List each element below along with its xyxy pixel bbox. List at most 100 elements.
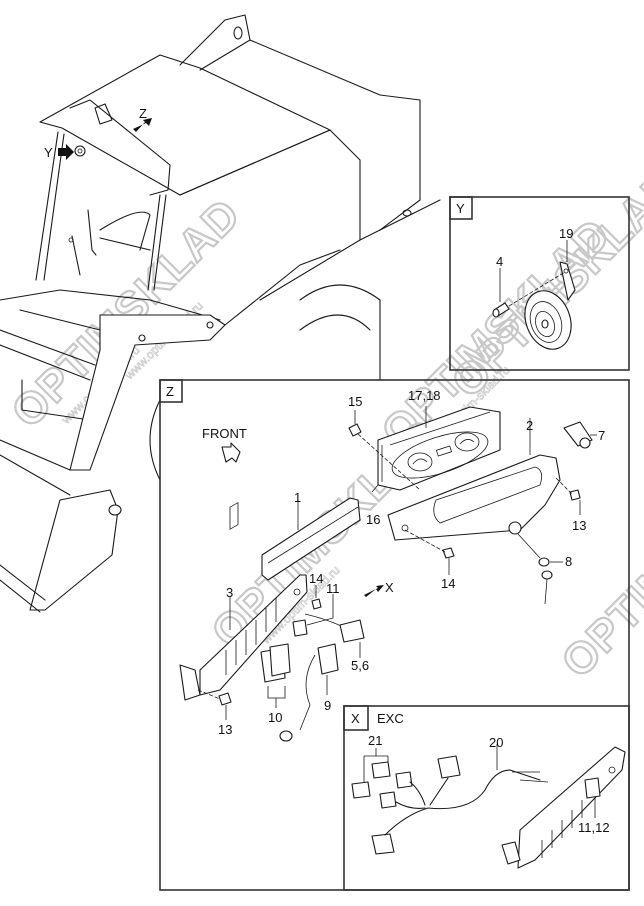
callout-10: 10: [268, 710, 282, 725]
callout-21: 21: [368, 733, 382, 748]
horn-marker-center: [77, 148, 83, 154]
connector-21a: [371, 761, 391, 779]
right-post-inner: [153, 194, 167, 291]
horn: [524, 290, 572, 350]
panel-x-frame: [343, 705, 630, 891]
arm-pin-2: [206, 321, 214, 329]
body-line-1: [0, 329, 96, 366]
screw-15-line: [357, 433, 421, 491]
leader-21: [363, 748, 389, 785]
view-arrow-z: [133, 118, 152, 132]
switch-11-12: [584, 777, 601, 799]
screw-13-upper-line: [555, 477, 573, 495]
bucket-pin: [108, 504, 122, 516]
panel-z: Z FRONT 17,18 15 16 2 7: [159, 379, 630, 891]
cab-side: [179, 129, 361, 301]
dash-cover-2: [387, 454, 561, 541]
ground-line-1: [0, 564, 46, 601]
front-label: FRONT: [202, 426, 247, 441]
harness-connector-2: [379, 791, 397, 809]
cab-roof: [39, 54, 331, 196]
loader-arm: [69, 314, 226, 471]
lid-edge: [267, 506, 359, 564]
cover-hole: [401, 524, 409, 532]
boom-pin: [233, 26, 243, 40]
body-panel: [21, 379, 91, 421]
gauge-right: [454, 432, 480, 452]
wire-11: [304, 613, 346, 629]
floor-line: [0, 289, 221, 321]
screw-13-lower: [218, 692, 232, 706]
callout-15: 15: [348, 394, 362, 409]
key-second: [541, 570, 553, 580]
harness-connector-3: [437, 755, 461, 779]
view-marker-y: Y: [44, 145, 53, 160]
left-post-inner: [43, 133, 65, 281]
panel-lid-1: [261, 497, 361, 581]
callout-7: 7: [598, 428, 605, 443]
wire-c: [429, 777, 449, 806]
callout-4: 4: [496, 254, 503, 269]
panel-y-tag-box: [449, 196, 473, 220]
callout-3: 3: [226, 585, 233, 600]
switch-5-6: [339, 619, 365, 643]
connector-11: [292, 619, 308, 637]
callout-13-upper: 13: [572, 518, 586, 533]
panel-x-tag-box: [343, 705, 369, 731]
screw-15: [348, 423, 362, 437]
machine-overview: Z Y: [0, 14, 441, 613]
cluster-display: [435, 445, 453, 457]
callout-14-lower: 14: [309, 571, 323, 586]
switch-slots-side: [541, 800, 583, 858]
callout-17-18: 17,18: [408, 388, 441, 403]
panel-3-hole: [293, 588, 301, 596]
callout-2: 2: [526, 418, 533, 433]
lever-knob: [68, 237, 74, 243]
key-blade: [544, 578, 548, 605]
key-shaft: [517, 533, 541, 559]
lift-cylinder: [224, 249, 341, 326]
callout-20: 20: [489, 735, 503, 750]
right-post: [147, 194, 161, 291]
body-line-3: [0, 439, 71, 471]
cover-opening: [433, 466, 543, 524]
callout-9: 9: [324, 698, 331, 713]
ground-line-2: [0, 579, 41, 613]
wheel-inner: [299, 314, 371, 331]
horn-bolt-head: [492, 308, 500, 318]
connector-21b: [351, 781, 371, 799]
callout-16: 16: [366, 512, 380, 527]
control-lever-1: [87, 209, 97, 256]
panel-z-tag: Z: [166, 384, 174, 399]
horn-bracket-hole: [563, 268, 569, 274]
control-lever-2: [71, 235, 81, 276]
leader-11: [306, 594, 334, 626]
switch-9: [317, 643, 339, 675]
wire-a: [409, 781, 426, 806]
header-block: [94, 103, 113, 125]
panel-y-tag: Y: [456, 201, 465, 216]
panel-y-frame: [449, 196, 630, 371]
panel-z-tag-box: [159, 379, 183, 403]
panel-3-foot: [179, 664, 201, 701]
view-arrow-x: [364, 585, 384, 597]
panel-y: Y 4 19: [449, 196, 630, 371]
leader-10: [267, 686, 286, 708]
screw-14-mid-line: [404, 529, 446, 553]
callout-14-mid: 14: [441, 576, 455, 591]
callout-1: 1: [294, 490, 301, 505]
connector-9-end: [279, 730, 293, 742]
hose: [99, 237, 151, 251]
switch-10b: [269, 643, 291, 677]
harness-main-wire: [384, 769, 541, 836]
panel-x: X EXC 21 20 11,12: [343, 705, 630, 891]
front-header: [69, 99, 171, 196]
watermark-brand: OPTIMSKLAD: [2, 190, 249, 437]
callout-11-12: 11,12: [578, 820, 610, 835]
view-arrow-y: [58, 144, 74, 160]
harness-leads: [512, 771, 549, 783]
assembly-line: [508, 271, 566, 307]
seat-back: [99, 211, 151, 251]
cluster-face: [391, 431, 489, 479]
switch-slot: [229, 501, 239, 530]
